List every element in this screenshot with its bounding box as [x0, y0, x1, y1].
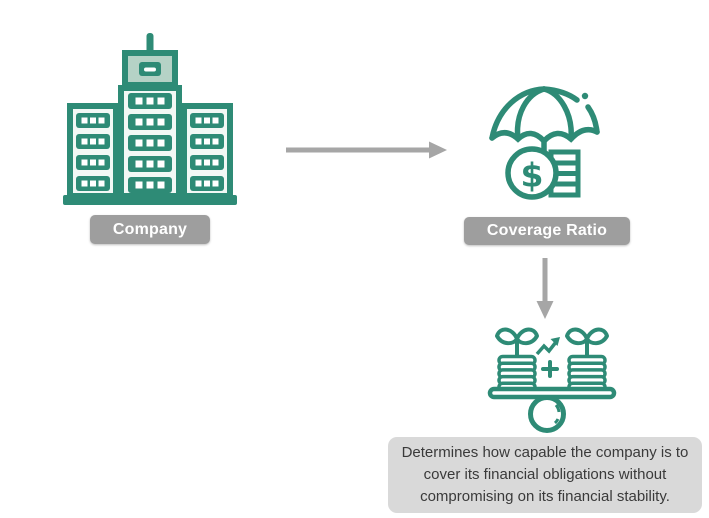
dollar-sign-glyph: $	[521, 156, 544, 195]
company-label-text: Company	[112, 220, 188, 238]
arrow-right-icon	[285, 140, 447, 160]
umbrella-money-icon: $	[488, 86, 600, 201]
description-note: Determines how capable the company is to…	[388, 437, 702, 513]
balance-growth-icon	[487, 323, 617, 435]
description-note-text: Determines how capable the company is to…	[401, 443, 689, 506]
company-label: Company	[90, 215, 210, 244]
building-icon	[63, 33, 237, 208]
coverage-ratio-label-text: Coverage Ratio	[486, 222, 608, 239]
coverage-ratio-label: Coverage Ratio	[464, 217, 630, 245]
arrow-down-icon	[536, 257, 554, 319]
